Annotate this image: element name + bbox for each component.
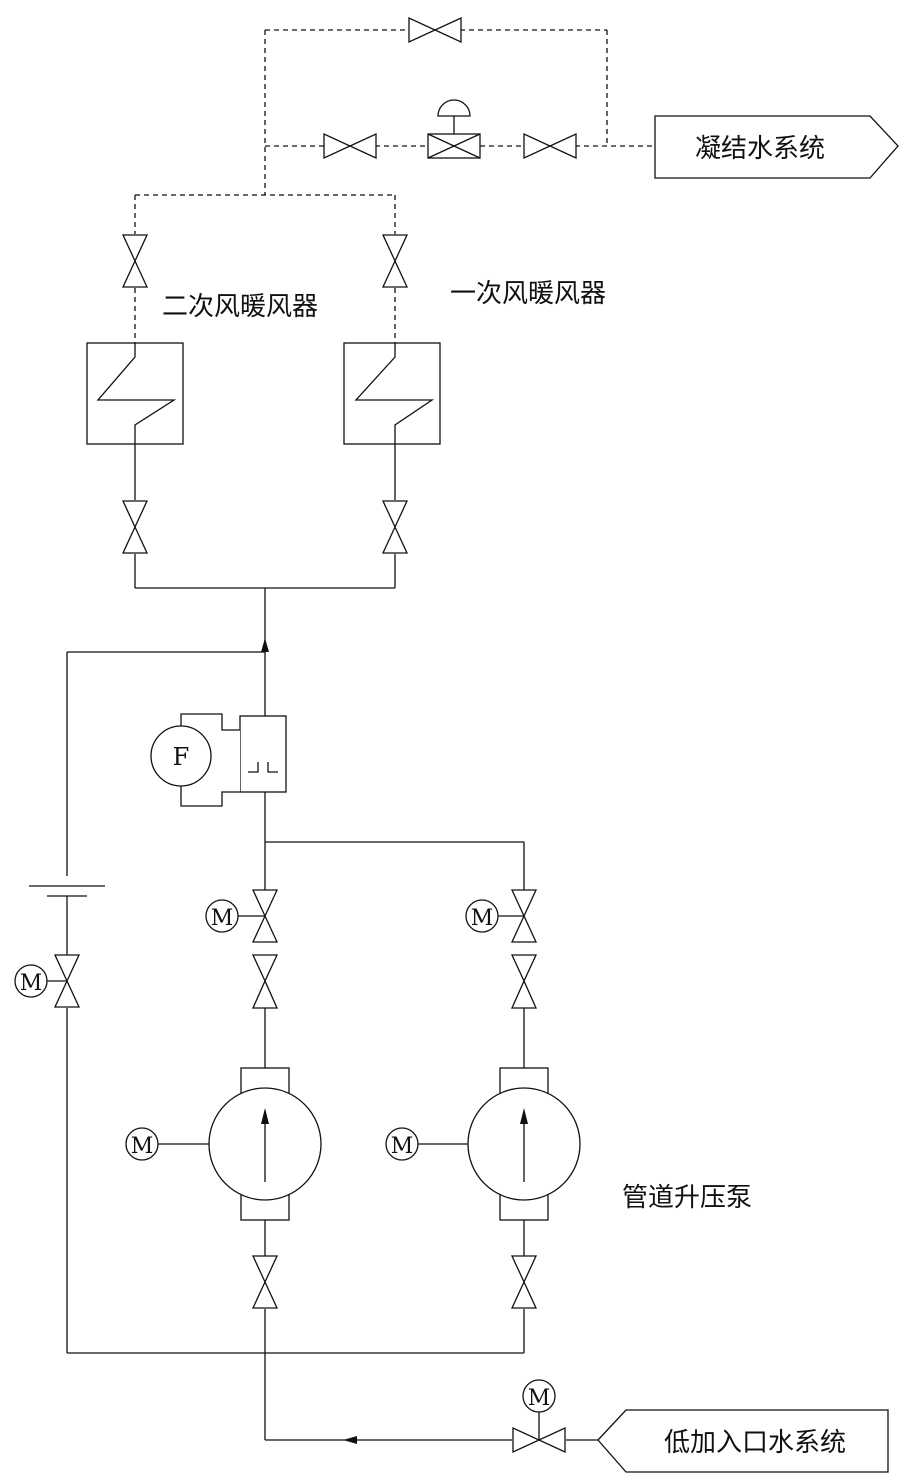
heater-outlet-valve-secondary xyxy=(122,234,148,288)
pump-suction-lines xyxy=(264,1220,598,1441)
control-valve xyxy=(427,99,481,159)
booster-pump-2 xyxy=(418,1067,581,1221)
heater-inlet-valve-secondary xyxy=(122,500,148,554)
flow-arrow-up xyxy=(261,638,269,652)
secondary-air-heater-label: 二次风暖风器 xyxy=(162,292,318,322)
booster-pump-1 xyxy=(158,1067,322,1221)
pump-bypass-line xyxy=(29,651,524,1354)
isolation-valve-upstream xyxy=(323,133,377,159)
bypass-valve xyxy=(408,17,462,43)
flow-arrow-left xyxy=(343,1436,357,1444)
pump1-discharge-motor-actuator xyxy=(205,899,239,933)
condensate-return-lines xyxy=(134,29,655,343)
pump2-discharge-motor-symbol: M xyxy=(471,906,494,931)
heater-outlet-valve-primary xyxy=(382,234,408,288)
bypass-motor-symbol: M xyxy=(20,971,43,996)
condensate-system-tag: 凝结水系统 xyxy=(654,115,899,179)
pump1-discharge-motor-symbol: M xyxy=(211,906,234,931)
pump2-motor xyxy=(385,1127,419,1161)
heater-inlet-lines xyxy=(134,444,396,716)
heater-inlet-valve-primary xyxy=(382,500,408,554)
pump1-motor xyxy=(125,1127,159,1161)
primary-air-heater xyxy=(343,342,441,445)
booster-pump-label: 管道升压泵 xyxy=(622,1183,752,1213)
pump1-discharge-valve-assembly xyxy=(238,889,279,1009)
lp-heater-inlet-system-label: 低加入口水系统 xyxy=(664,1428,846,1458)
bypass-motor-actuator xyxy=(14,964,48,998)
inlet-motor-symbol: M xyxy=(528,1386,551,1411)
isolation-valve-downstream xyxy=(523,133,577,159)
secondary-air-heater xyxy=(86,342,184,445)
pump-discharge-header xyxy=(264,792,525,1068)
primary-air-heater-label: 一次风暖风器 xyxy=(450,279,606,309)
condensate-system-label: 凝结水系统 xyxy=(695,134,825,164)
pump2-discharge-valve-assembly xyxy=(498,889,538,1009)
pump1-motor-symbol: M xyxy=(131,1134,154,1159)
pump2-suction-valve xyxy=(511,1255,537,1309)
flow-meter: F xyxy=(150,713,287,807)
pump1-suction-valve xyxy=(252,1255,278,1309)
lp-heater-inlet-system-tag: 低加入口水系统 xyxy=(597,1409,889,1473)
flow-meter-symbol: F xyxy=(173,743,190,771)
pump2-discharge-motor-actuator xyxy=(465,899,499,933)
inlet-motor-actuator xyxy=(522,1379,556,1413)
pump2-motor-symbol: M xyxy=(391,1134,414,1159)
